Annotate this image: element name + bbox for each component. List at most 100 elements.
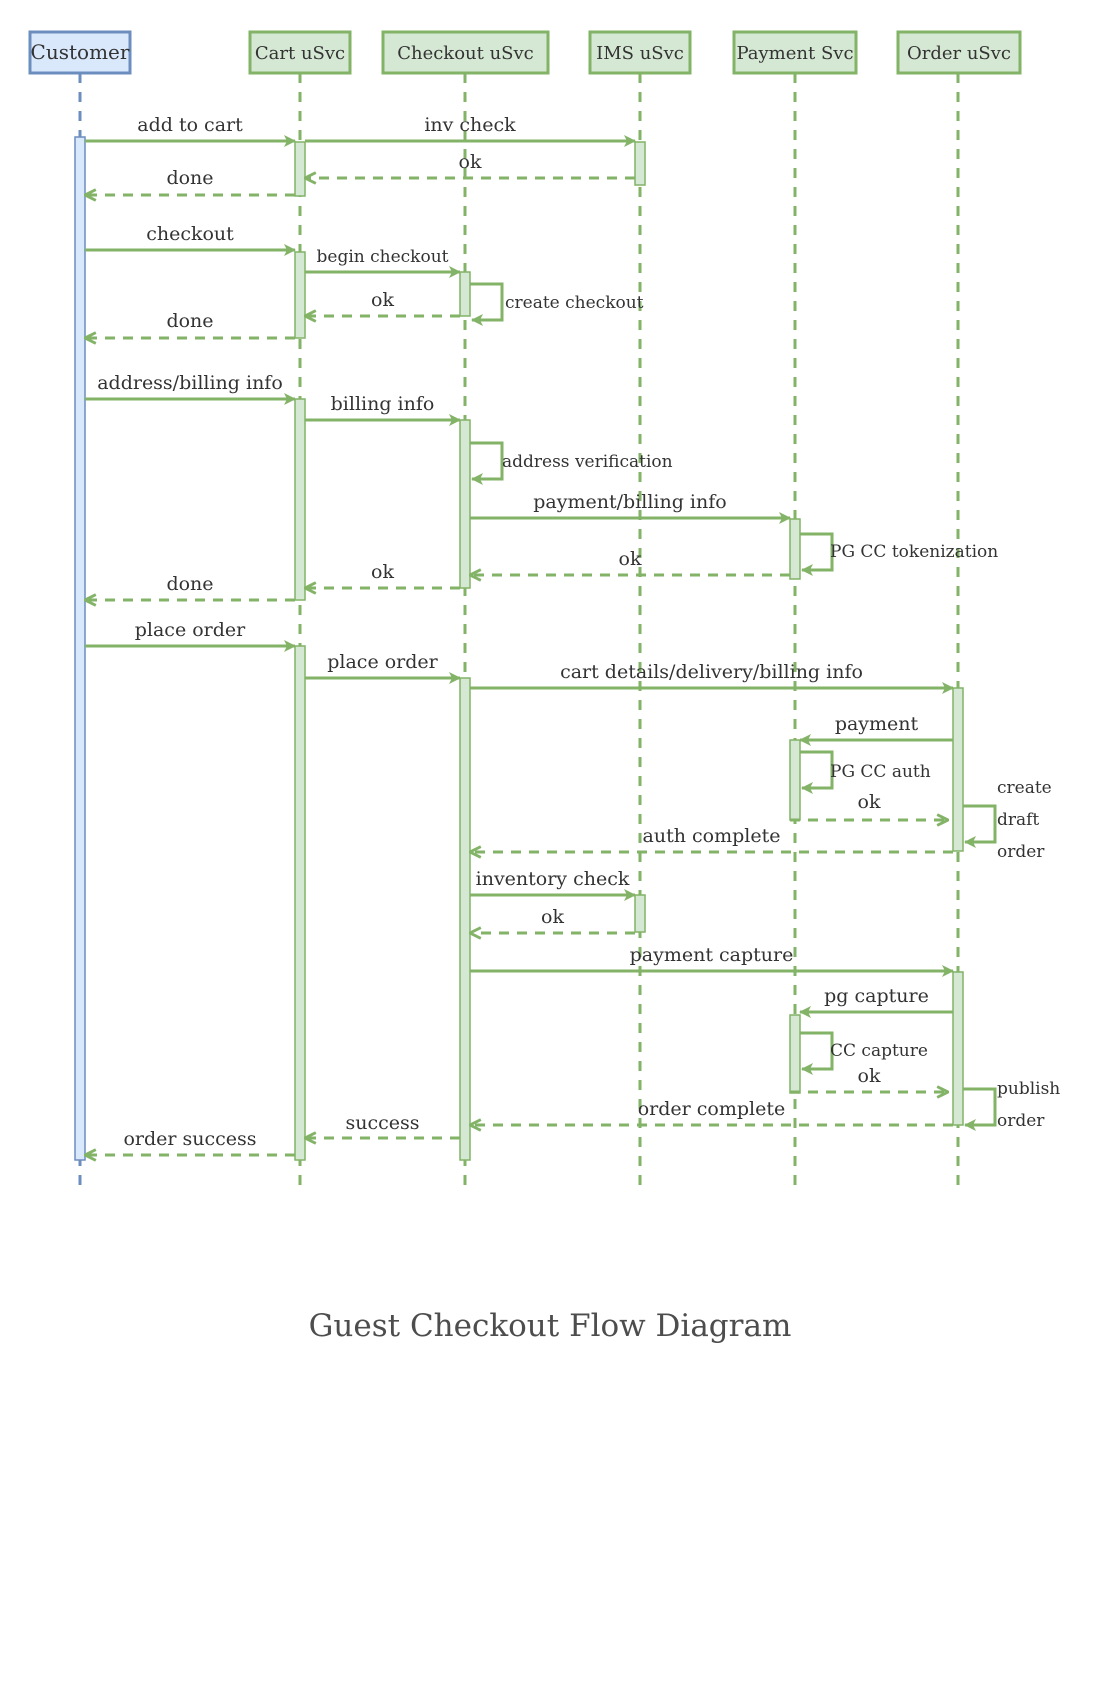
actor-label: Payment Svc — [736, 43, 853, 64]
message-label: ok — [858, 791, 881, 813]
activation-bar — [74, 136, 86, 1161]
actor-box — [732, 30, 858, 75]
message-label: PG CC tokenization — [830, 542, 998, 562]
message-label: inventory check — [476, 868, 630, 890]
self-call-arrow — [800, 750, 834, 794]
message-label: billing info — [331, 393, 435, 415]
message-begin-checkout: begin checkout — [305, 247, 461, 278]
message-label: payment — [835, 713, 919, 735]
self-call-arrow — [470, 441, 504, 485]
activation-bar — [294, 645, 306, 1161]
activation-bars — [74, 136, 964, 1161]
message-label: order complete — [638, 1098, 786, 1120]
actor-box — [896, 30, 1022, 75]
actor-customer: Customer — [28, 30, 132, 75]
activation-bar — [294, 141, 306, 197]
message-inv-check: inv check — [305, 114, 636, 147]
message-label: ok — [371, 289, 394, 311]
message-success: success — [305, 1112, 460, 1138]
message-label: publish — [997, 1079, 1060, 1099]
message-publish-order: publish order — [963, 1079, 1060, 1131]
message-label: place order — [135, 619, 246, 641]
message-label: CC capture — [830, 1041, 928, 1061]
message-address-verification: address verification — [470, 441, 673, 485]
message-label: ok — [459, 151, 482, 173]
message-ok: ok — [790, 1065, 948, 1092]
message-done: done — [85, 167, 295, 195]
message-place-order: place order — [85, 619, 296, 652]
message-label: ok — [541, 906, 564, 928]
self-call-arrow — [963, 804, 997, 848]
messages: add to cart inv check ok done checkout begin … — [85, 114, 1060, 1155]
message-label: ok — [619, 548, 642, 570]
self-call-arrow — [800, 532, 834, 576]
actor-cart-usvc: Cart uSvc — [248, 30, 352, 75]
message-label: done — [166, 310, 213, 332]
actor-order-usvc: Order uSvc — [896, 30, 1022, 75]
message-address-billing-info: address/billing info — [85, 372, 296, 405]
actor-checkout-usvc: Checkout uSvc — [381, 30, 550, 75]
message-label: ok — [371, 561, 394, 583]
actor-box — [248, 30, 352, 75]
actor-headers: Customer Cart uSvc Checkout uSvc IMS uSvc Pa… — [28, 30, 1022, 75]
message-label: success — [345, 1112, 419, 1134]
activation-bar — [952, 971, 964, 1126]
activation-bar — [459, 271, 471, 317]
message-ok: ok — [305, 151, 635, 178]
activation-bar — [634, 141, 646, 186]
actor-label: Customer — [31, 40, 130, 64]
message-billing-info: billing info — [305, 393, 461, 426]
message-checkout: checkout — [85, 223, 296, 256]
self-call-arrow — [963, 1087, 997, 1131]
actor-label: Checkout uSvc — [397, 43, 534, 64]
message-label: address/billing info — [97, 372, 283, 394]
actor-label: Cart uSvc — [255, 43, 345, 64]
activation-bar — [459, 677, 471, 1161]
message-label: payment capture — [630, 944, 794, 966]
message-label: payment/billing info — [533, 491, 726, 513]
message-payment: payment — [799, 713, 953, 746]
message-cc-capture: CC capture — [800, 1031, 928, 1075]
actor-box — [381, 30, 550, 75]
message-ok: ok — [305, 289, 460, 316]
message-add-to-cart: add to cart — [85, 114, 296, 147]
diagram-caption: Guest Checkout Flow Diagram — [309, 1308, 792, 1344]
actor-ims-usvc: IMS uSvc — [588, 30, 692, 75]
message-pg-capture: pg capture — [799, 985, 953, 1018]
message-cart-details-delivery-billing-info: cart details/delivery/billing info — [470, 661, 954, 694]
message-ok: ok — [790, 791, 948, 820]
message-payment-capture: payment capture — [470, 944, 954, 977]
actor-box — [28, 30, 132, 75]
message-pg-cc-auth: PG CC auth — [800, 750, 931, 794]
message-label: done — [166, 167, 213, 189]
activation-bar — [459, 419, 471, 589]
message-label: address verification — [502, 452, 673, 472]
message-label: cart details/delivery/billing info — [560, 661, 863, 683]
self-call-arrow — [800, 1031, 834, 1075]
message-place-order: place order — [305, 651, 461, 684]
message-label: order — [997, 842, 1045, 862]
actor-payment-svc: Payment Svc — [732, 30, 858, 75]
message-pg-cc-tokenization: PG CC tokenization — [800, 532, 998, 576]
message-label: pg capture — [824, 985, 929, 1007]
message-label: order — [997, 1111, 1045, 1131]
message-label: create checkout — [505, 293, 644, 313]
message-ok: ok — [305, 561, 460, 588]
message-label: done — [166, 573, 213, 595]
activation-bar — [634, 894, 646, 933]
activation-bar — [952, 687, 964, 852]
activation-bar — [789, 1014, 801, 1094]
message-label: inv check — [424, 114, 516, 136]
message-order-success: order success — [85, 1128, 295, 1155]
activation-bar — [789, 739, 801, 821]
message-ok: ok — [470, 906, 635, 933]
message-label: begin checkout — [317, 247, 449, 267]
self-call-arrow — [470, 282, 504, 326]
message-done: done — [85, 573, 295, 600]
actor-box — [588, 30, 692, 75]
message-label: checkout — [146, 223, 234, 245]
message-done: done — [85, 310, 295, 338]
activation-bar — [294, 251, 306, 339]
message-ok: ok — [470, 548, 790, 575]
